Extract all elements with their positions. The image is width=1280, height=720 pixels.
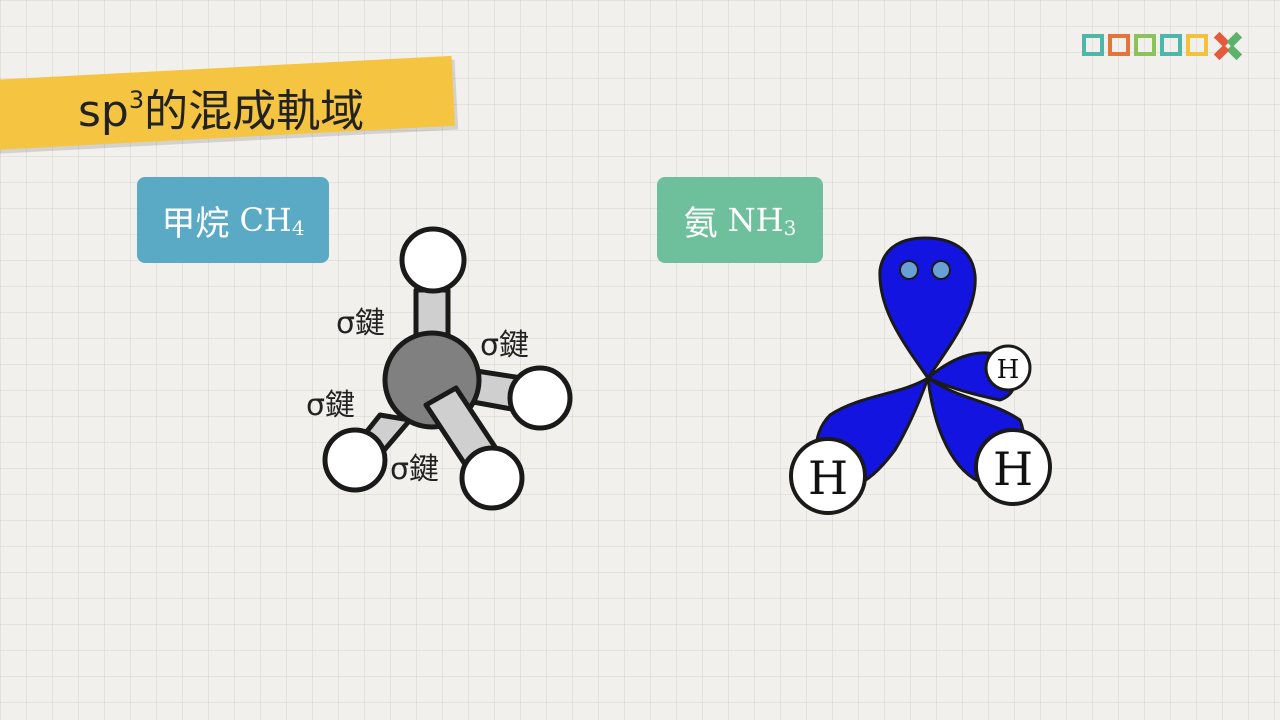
logo-block-4 [1160,34,1182,56]
ammonia-model: H H H [789,236,1052,515]
methane-formula-base: CH [239,200,292,239]
lone-pair-electron-2 [931,260,951,280]
methane-label: 甲烷 CH4 [137,177,329,263]
ammonia-formula-base: NH [727,200,784,239]
pinwheel-logo-icon [1213,31,1243,61]
hydrogen-atom-right [507,365,573,431]
hydrogen-atom-front [459,445,525,511]
methane-name: 甲烷 [161,203,230,244]
methane-model [322,226,573,511]
title-superscript: 3 [128,86,145,114]
hydrogen-atom-top [399,226,467,294]
ammonia-label: 氨 NH3 [657,177,823,263]
slide-title: sp3的混成軌域 [78,88,364,134]
bond-label-right: σ鍵 [480,328,530,363]
bond-label-left: σ鍵 [306,388,356,423]
lone-pair-electron-1 [899,260,919,280]
hydrogen-left-label: H [808,451,848,505]
hydrogen-small [984,344,1032,392]
hydrogen-right-label: H [993,442,1033,496]
hydrogen-right [974,428,1052,506]
hydrogen-left [789,437,867,515]
methane-formula-sub: 4 [291,215,305,240]
logo-block-2 [1108,34,1130,56]
logo-block-5 [1186,34,1208,56]
ammonia-formula-sub: 3 [783,215,797,240]
title-rest: 的混成軌域 [144,86,365,137]
bond-label-top: σ鍵 [336,306,386,341]
title-main: sp [78,86,129,137]
ammonia-name: 氨 [683,203,718,244]
logo-block-1 [1082,34,1104,56]
brand-logo [1082,34,1208,56]
bond-label-bottom: σ鍵 [390,452,440,487]
methane-formula: CH4 [239,201,304,240]
logo-block-3 [1134,34,1156,56]
hydrogen-small-label: H [997,355,1020,385]
ammonia-formula: NH3 [728,201,797,240]
hydrogen-atom-left [322,427,388,493]
